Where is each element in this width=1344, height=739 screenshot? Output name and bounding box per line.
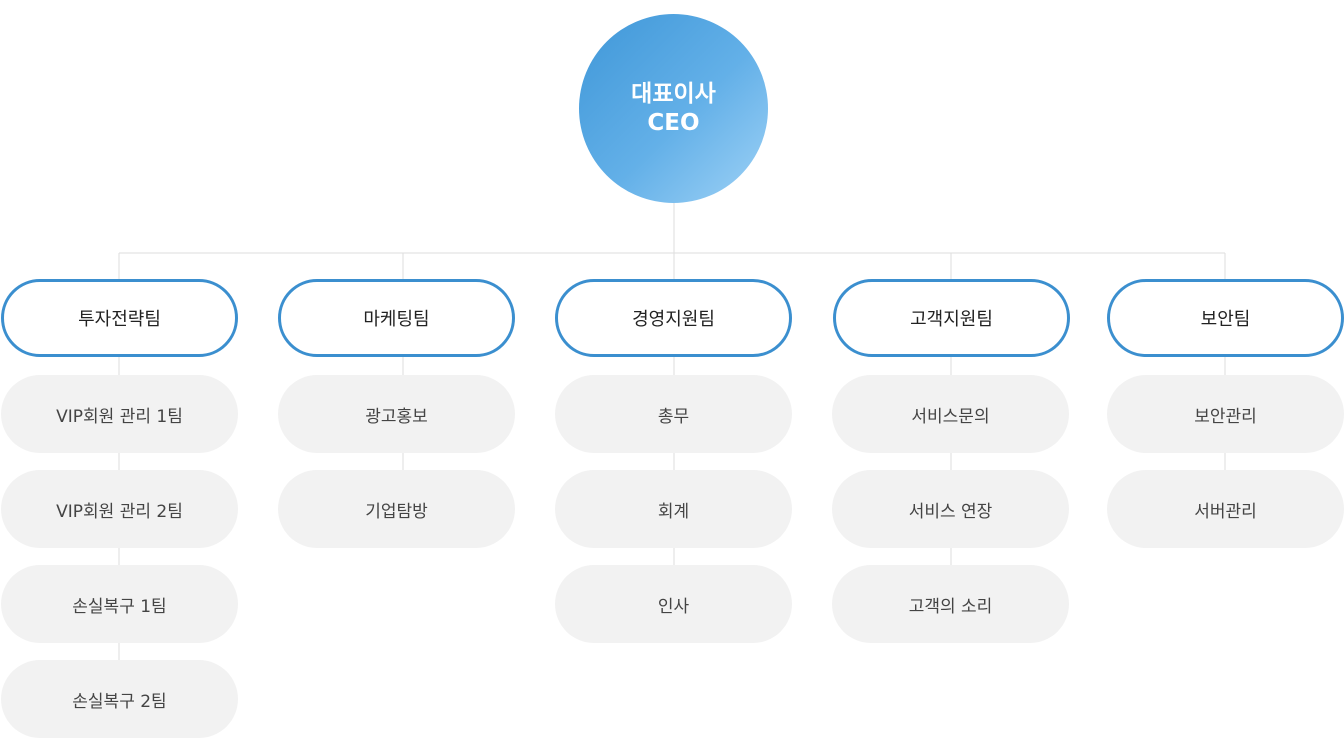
- sub-team[interactable]: 고객의 소리: [832, 565, 1069, 643]
- dept-label: 고객지원팀: [910, 309, 993, 330]
- sub-team-label: 보안관리: [1194, 406, 1257, 427]
- ceo-node[interactable]: 대표이사 CEO: [579, 14, 768, 203]
- sub-team[interactable]: 회계: [555, 470, 792, 548]
- dept-label: 경영지원팀: [632, 309, 715, 330]
- sub-team-label: 손실복구 2팀: [72, 691, 167, 712]
- sub-team-label: 회계: [657, 501, 690, 522]
- sub-team-label: 서비스 연장: [908, 501, 993, 522]
- dept-label: 마케팅팀: [363, 309, 430, 330]
- sub-team-label: 손실복구 1팀: [72, 596, 167, 617]
- ceo-subtitle: CEO: [647, 109, 700, 136]
- sub-team[interactable]: VIP회원 관리 1팀: [1, 375, 238, 453]
- sub-team[interactable]: VIP회원 관리 2팀: [1, 470, 238, 548]
- sub-team-label: 고객의 소리: [908, 596, 993, 617]
- dept-security[interactable]: 보안팀: [1107, 279, 1344, 357]
- sub-team-label: 서버관리: [1194, 501, 1257, 522]
- sub-team[interactable]: 보안관리: [1107, 375, 1344, 453]
- dept-marketing[interactable]: 마케팅팀: [278, 279, 515, 357]
- sub-team-label: VIP회원 관리 2팀: [56, 501, 183, 522]
- sub-team[interactable]: 서비스문의: [832, 375, 1069, 453]
- sub-team-label: 기업탐방: [365, 501, 428, 522]
- sub-team[interactable]: 손실복구 2팀: [1, 660, 238, 738]
- sub-team-label: VIP회원 관리 1팀: [56, 406, 183, 427]
- sub-team[interactable]: 기업탐방: [278, 470, 515, 548]
- sub-team-label: 총무: [657, 406, 690, 427]
- sub-team[interactable]: 서버관리: [1107, 470, 1344, 548]
- dept-investment-strategy[interactable]: 투자전략팀: [1, 279, 238, 357]
- sub-team-label: 인사: [657, 596, 690, 617]
- dept-label: 투자전략팀: [78, 309, 161, 330]
- dept-customer-support[interactable]: 고객지원팀: [833, 279, 1070, 357]
- sub-team[interactable]: 서비스 연장: [832, 470, 1069, 548]
- dept-management-support[interactable]: 경영지원팀: [555, 279, 792, 357]
- sub-team-label: 서비스문의: [911, 406, 990, 427]
- sub-team[interactable]: 인사: [555, 565, 792, 643]
- sub-team[interactable]: 총무: [555, 375, 792, 453]
- sub-team[interactable]: 광고홍보: [278, 375, 515, 453]
- ceo-title: 대표이사: [631, 80, 716, 107]
- dept-label: 보안팀: [1200, 309, 1251, 330]
- sub-team[interactable]: 손실복구 1팀: [1, 565, 238, 643]
- sub-team-label: 광고홍보: [365, 406, 428, 427]
